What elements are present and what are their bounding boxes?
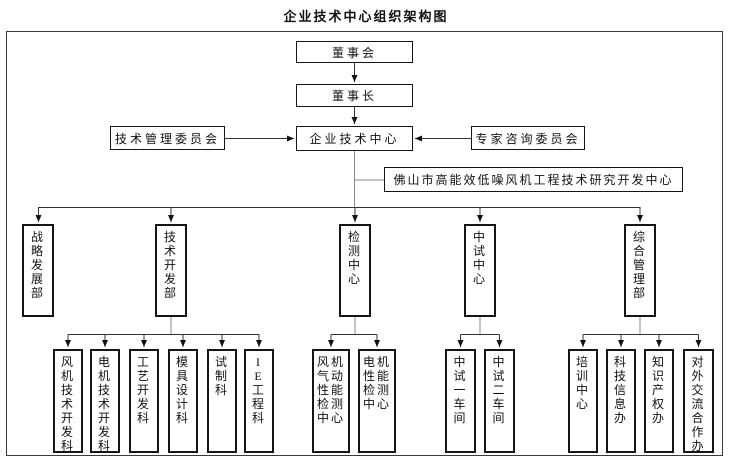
node-pilot-center: 中试中心 <box>464 224 496 317</box>
node-tech-mgmt-committee: 技术管理委员会 <box>110 126 225 150</box>
node-trial-production: 试制科 <box>207 349 237 453</box>
node-tech-dev-dept: 技术开发部 <box>155 224 187 317</box>
node-fan-aero-testing: 风机气动性能检测中心 <box>312 349 350 453</box>
node-mold-design: 模具设计科 <box>168 349 198 453</box>
node-tech-center: 企业技术中心 <box>296 126 413 151</box>
node-board: 董事会 <box>296 41 413 63</box>
node-strategy-dept: 战略发展部 <box>22 224 54 317</box>
node-admin-dept: 综合管理部 <box>624 224 656 317</box>
node-pilot-workshop-2: 中试二车间 <box>484 349 515 453</box>
node-training-center: 培训中心 <box>568 349 598 453</box>
node-external-cooperation: 对外交流合作办 <box>683 349 714 453</box>
node-testing-center: 检测中心 <box>339 224 371 317</box>
org-chart-title: 企业技术中心组织架构图 <box>283 9 449 24</box>
chart-frame <box>6 31 723 456</box>
node-foshan-rd-center: 佛山市高能效低噪风机工程技术研究开发中心 <box>384 167 683 192</box>
node-process-dev: 工艺开发科 <box>129 349 159 453</box>
node-chairman: 董事长 <box>296 84 413 107</box>
node-fan-tech-dev: 风机技术开发科 <box>53 349 83 453</box>
node-motor-perf-testing: 电机性能检测中心 <box>358 349 396 453</box>
node-ie-engineering: IE工程科 <box>244 349 274 453</box>
node-expert-committee: 专家咨询委员会 <box>471 126 585 150</box>
node-sci-tech-info: 科技信息办 <box>606 349 636 453</box>
node-pilot-workshop-1: 中试一车间 <box>445 349 476 453</box>
node-motor-tech-dev: 电机技术开发科 <box>90 349 120 453</box>
node-ip-office: 知识产权办 <box>644 349 674 453</box>
